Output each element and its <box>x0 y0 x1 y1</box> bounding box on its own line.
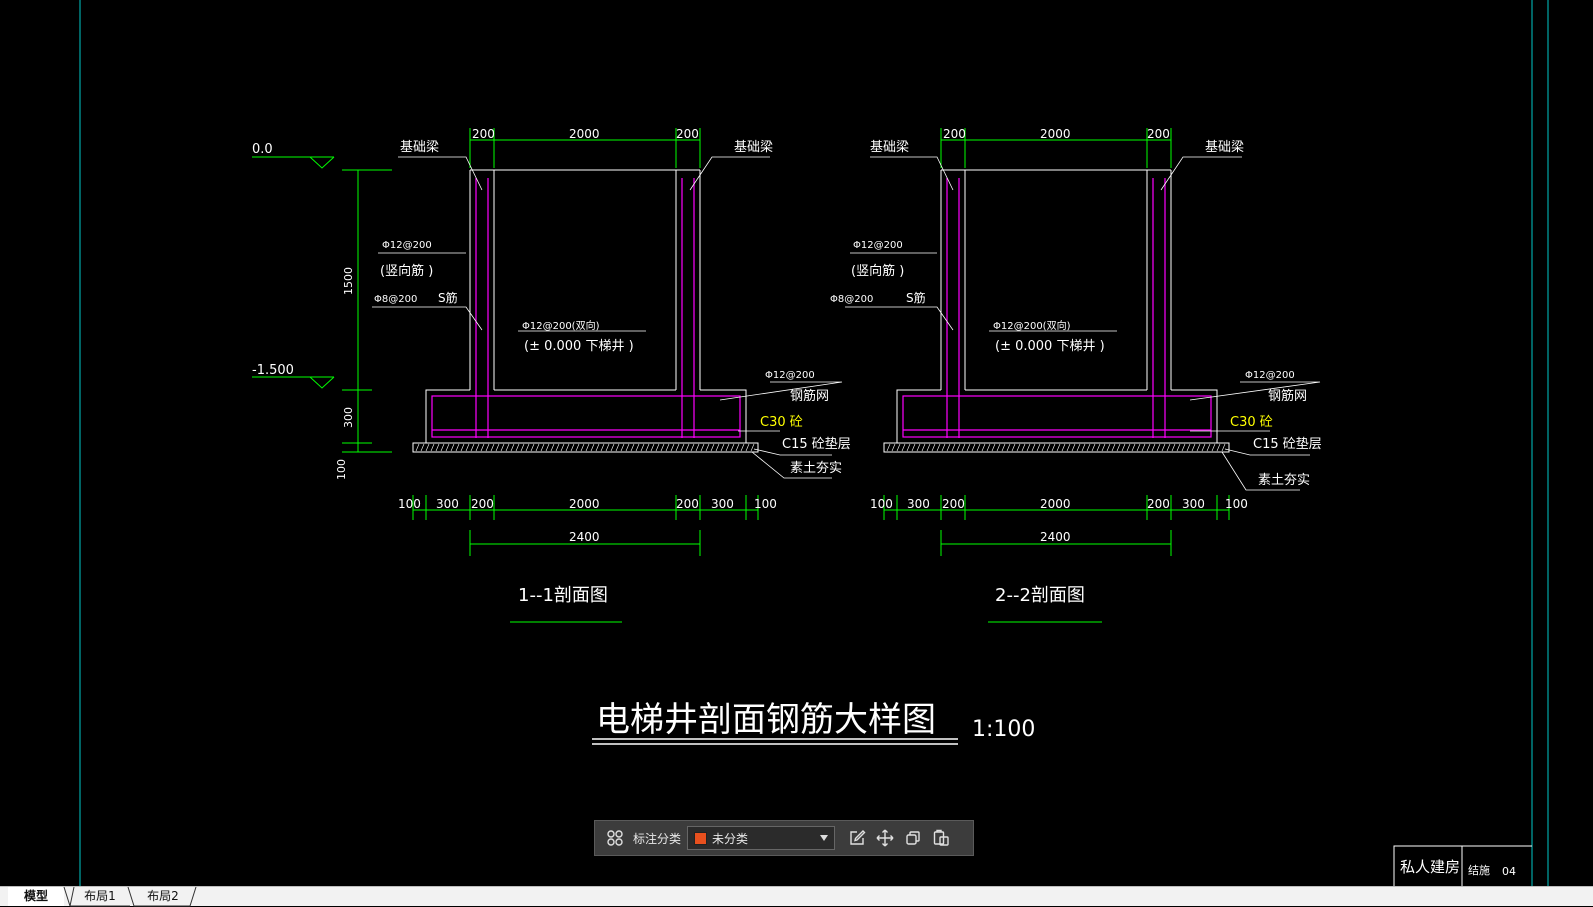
section-1-rebar-both: Φ12@200(双向) <box>522 319 600 332</box>
section-1-rebar-vertical-note: (竖向筋 ) <box>380 263 433 279</box>
annotation-toolbar: 标注分类 未分类 <box>594 820 974 856</box>
section-1-dimensions <box>412 128 759 623</box>
section-2-dim-b5: 300 <box>1182 497 1205 511</box>
section-1-mesh-spec: Φ12@200 <box>765 370 815 381</box>
section-1-dim-b0: 100 <box>398 497 421 511</box>
cad-drawing[interactable]: 0.0 -1.500 1500 300 100 <box>0 0 1593 886</box>
section-1-leaders <box>372 156 843 479</box>
tab-layout-2[interactable]: 布局2 <box>147 889 179 903</box>
layout-tab-bar: 模型 布局1 布局2 <box>0 886 1593 907</box>
section-1-cushion: C15 砼垫层 <box>782 436 851 452</box>
section-2-dim-b6: 100 <box>1225 497 1248 511</box>
section-1-tie-bar-note: S筋 <box>438 290 458 305</box>
section-2-beam-right: 基础梁 <box>1205 140 1244 155</box>
section-1-1[interactable]: 200 2000 200 基础梁 基础梁 Φ12@200 (竖向筋 ) Φ8@2… <box>372 127 851 623</box>
chevron-down-icon <box>820 835 829 841</box>
grid-icon[interactable] <box>601 824 629 852</box>
section-2-beam-left: 基础梁 <box>870 140 909 155</box>
section-1-dim-b2: 200 <box>471 497 494 511</box>
section-1-structure <box>412 169 759 453</box>
section-1-dim-b3: 2000 <box>569 497 600 511</box>
section-2-dim-b0: 100 <box>870 497 893 511</box>
section-1-dim-b1: 300 <box>436 497 459 511</box>
section-1-dim-b5: 300 <box>711 497 734 511</box>
section-2-dim-b1: 300 <box>907 497 930 511</box>
annotation-category-value: 未分类 <box>712 831 749 846</box>
drawing-scale: 1:100 <box>972 717 1035 742</box>
section-1-dim-top-left: 200 <box>472 127 495 141</box>
section-2-dim-overall: 2400 <box>1040 530 1071 544</box>
section-2-tie-bar-note: S筋 <box>906 290 926 305</box>
title-block-sheet-label: 结施 <box>1468 864 1490 877</box>
section-1-caption: 1--1剖面图 <box>518 585 608 606</box>
section-2-dim-b3: 2000 <box>1040 497 1071 511</box>
section-2-dimensions <box>883 128 1230 623</box>
section-1-concrete: C30 砼 <box>760 415 803 430</box>
section-2-mesh-note: 钢筋网 <box>1268 388 1307 404</box>
elevation-top-label: 0.0 <box>252 142 273 157</box>
drawing-canvas[interactable]: 0.0 -1.500 1500 300 100 <box>0 0 1593 886</box>
vertical-dim-300: 300 <box>342 407 355 428</box>
title-block-project: 私人建房 <box>1400 858 1460 876</box>
tab-layout-1[interactable]: 布局1 <box>84 889 116 903</box>
category-color-swatch <box>694 831 708 845</box>
annotation-category-label: 标注分类 <box>633 831 682 846</box>
section-2-caption: 2--2剖面图 <box>995 585 1085 606</box>
section-1-dim-b6: 100 <box>754 497 777 511</box>
section-2-dim-b2: 200 <box>942 497 965 511</box>
section-2-rebar <box>902 178 1212 438</box>
section-2-rebar-both: Φ12@200(双向) <box>993 319 1071 332</box>
section-1-soil-hatch <box>415 443 755 452</box>
section-2-dim-top-right: 200 <box>1147 127 1170 141</box>
section-2-cushion: C15 砼垫层 <box>1253 436 1322 452</box>
elevation-marks <box>252 156 392 453</box>
section-1-soil: 素土夯实 <box>790 461 842 476</box>
section-1-pit-note: (± 0.000 下梯井 ) <box>524 339 634 354</box>
title-block-sheet-no: 04 <box>1502 865 1516 878</box>
sheet-frame <box>79 0 1549 886</box>
section-2-soil: 素土夯实 <box>1258 473 1310 488</box>
section-2-pit-note: (± 0.000 下梯井 ) <box>995 339 1105 354</box>
section-2-rebar-vertical-note: (竖向筋 ) <box>851 263 904 279</box>
vertical-dim-1500: 1500 <box>342 267 355 295</box>
section-1-tie-bar: Φ8@200 <box>374 294 417 305</box>
section-2-tie-bar: Φ8@200 <box>830 294 873 305</box>
section-2-structure <box>883 169 1230 453</box>
section-1-dim-b4: 200 <box>676 497 699 511</box>
section-2-2[interactable]: 200 2000 200 基础梁 基础梁 Φ12@200 (竖向筋 ) Φ8@2… <box>830 127 1322 623</box>
section-1-beam-right: 基础梁 <box>734 140 773 155</box>
section-1-rebar <box>431 178 741 438</box>
drawing-title: 电梯井剖面钢筋大样图 <box>596 700 936 740</box>
move-icon[interactable] <box>871 824 899 852</box>
section-2-concrete: C30 砼 <box>1230 415 1273 430</box>
section-2-leaders <box>845 156 1321 491</box>
paste-icon[interactable] <box>927 824 955 852</box>
section-1-dim-overall: 2400 <box>569 530 600 544</box>
section-1-rebar-vertical: Φ12@200 <box>382 240 432 251</box>
title-block <box>1393 845 1532 886</box>
section-1-beam-left: 基础梁 <box>400 140 439 155</box>
section-1-mesh-note: 钢筋网 <box>790 388 829 404</box>
elevation-bottom-label: -1.500 <box>252 363 294 378</box>
title-underline <box>592 738 958 745</box>
edit-icon[interactable] <box>843 824 871 852</box>
section-1-dim-top-right: 200 <box>676 127 699 141</box>
annotation-category-select[interactable]: 未分类 <box>687 826 836 850</box>
section-2-soil-hatch <box>886 443 1226 452</box>
copy-icon[interactable] <box>899 824 927 852</box>
section-2-dim-top-mid: 2000 <box>1040 127 1071 141</box>
section-2-rebar-vertical: Φ12@200 <box>853 240 903 251</box>
vertical-dim-100: 100 <box>335 459 348 480</box>
section-2-dim-b4: 200 <box>1147 497 1170 511</box>
tab-model[interactable]: 模型 <box>8 887 64 906</box>
section-2-dim-top-left: 200 <box>943 127 966 141</box>
section-2-mesh-spec: Φ12@200 <box>1245 370 1295 381</box>
section-1-dim-top-mid: 2000 <box>569 127 600 141</box>
